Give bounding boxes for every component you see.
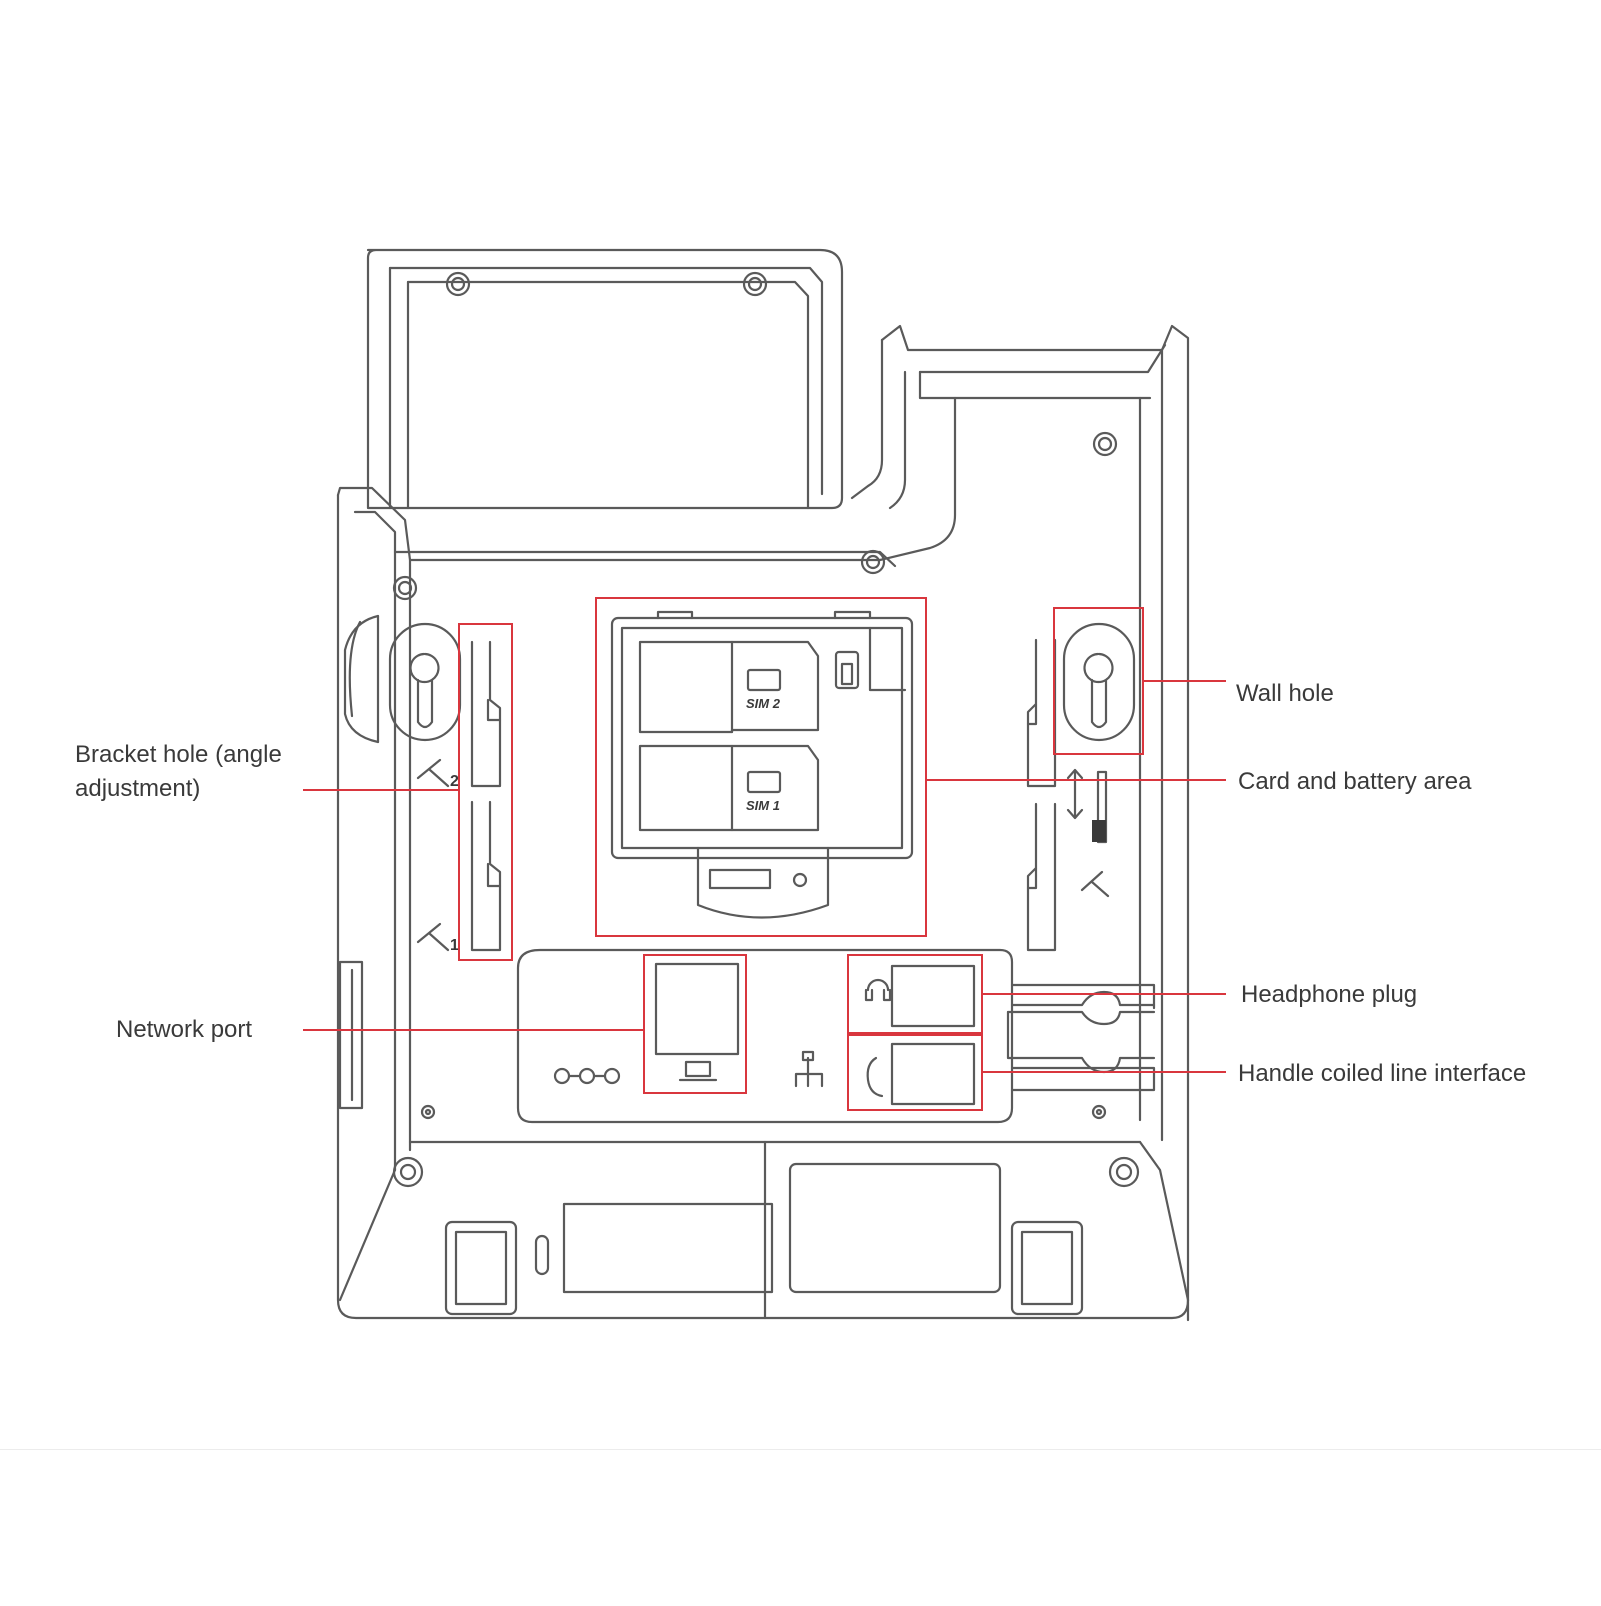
bottom-feet bbox=[338, 1140, 1190, 1320]
cable-channel bbox=[1006, 983, 1156, 1092]
connector-well bbox=[516, 948, 1014, 1124]
sim2-mark: SIM 2 bbox=[746, 696, 781, 711]
handset-cradle bbox=[850, 324, 1190, 1322]
bracket-hole-highlight bbox=[458, 623, 513, 961]
callout-highlights bbox=[303, 597, 1226, 1111]
network-port-highlight bbox=[643, 954, 747, 1094]
main-body bbox=[336, 486, 1190, 1320]
headphone-plug-label: Headphone plug bbox=[1241, 981, 1418, 1008]
angle-1-mark: 1 bbox=[450, 937, 459, 954]
right-keyhole bbox=[1062, 622, 1136, 742]
network-port-label: Network port bbox=[116, 1016, 253, 1043]
sim1-mark: SIM 1 bbox=[746, 798, 780, 813]
left-side-clips bbox=[338, 614, 380, 1110]
bracket-hole-label-line1: Bracket hole (angle bbox=[75, 741, 282, 768]
card-battery-compartment bbox=[610, 610, 914, 919]
wall-hole-label: Wall hole bbox=[1236, 680, 1334, 707]
top-stand bbox=[366, 248, 844, 510]
bracket-hole-label-line2: adjustment) bbox=[75, 775, 201, 802]
right-bracket-slots bbox=[1026, 638, 1110, 952]
card-battery-highlight bbox=[595, 597, 927, 937]
angle-2-mark: 2 bbox=[450, 773, 459, 790]
bracket-hole-label: Bracket hole (angle adjustment) bbox=[75, 738, 282, 806]
card-battery-area-label: Card and battery area bbox=[1238, 768, 1472, 795]
left-bracket-slots bbox=[416, 640, 502, 952]
device-glyphs: SIM 2 SIM 1 2 1 bbox=[450, 696, 1106, 954]
left-keyhole bbox=[388, 622, 462, 742]
bottom-divider bbox=[0, 1449, 1601, 1450]
handle-coiled-line-label: Handle coiled line interface bbox=[1238, 1060, 1527, 1087]
